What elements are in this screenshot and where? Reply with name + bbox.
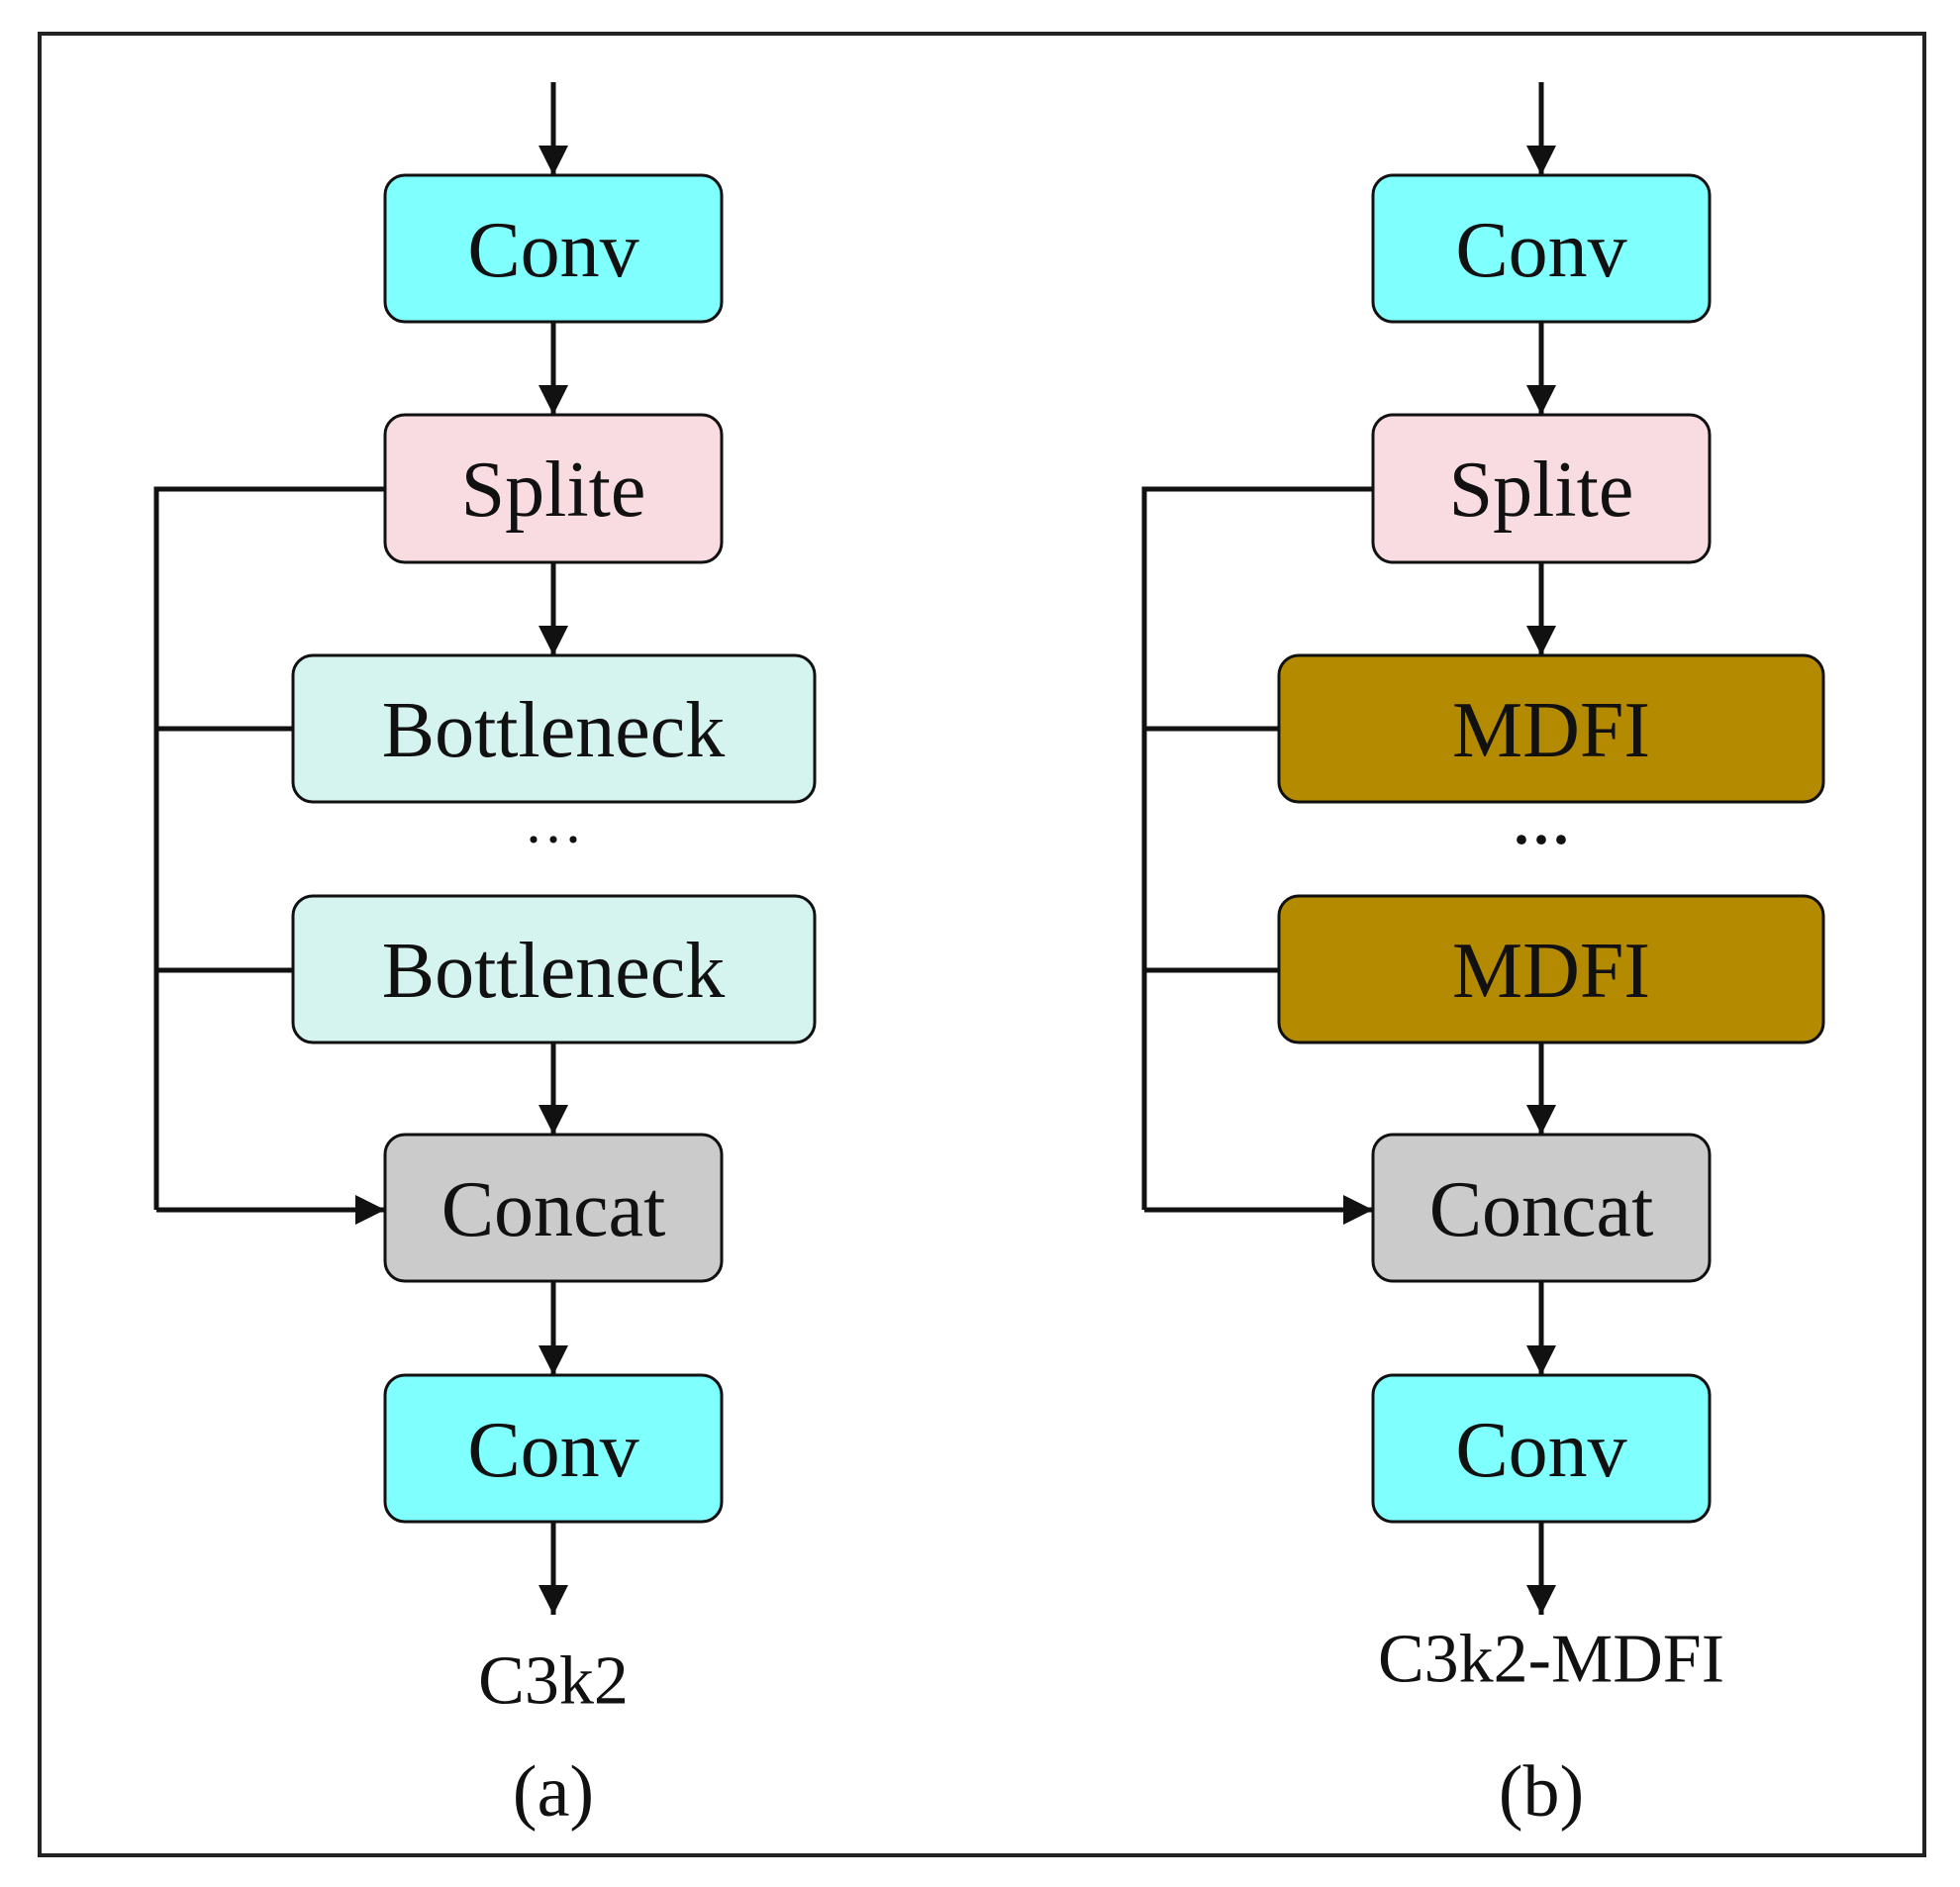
mdfi-block-1: MDFI xyxy=(1277,653,1825,804)
split-block-box xyxy=(383,413,724,564)
split-block-box xyxy=(1371,413,1712,564)
ellipsis: ··· xyxy=(1512,807,1571,872)
bottleneck-block-2-label: Bottleneck xyxy=(382,928,726,1015)
concat-block-box xyxy=(1371,1133,1712,1283)
conv-out-block-box xyxy=(1371,1373,1712,1524)
conv-block-box xyxy=(383,173,724,324)
conv-out-block: Conv xyxy=(1371,1373,1712,1524)
mdfi-block-1-box xyxy=(1277,653,1825,804)
mdfi-block-2-box xyxy=(1277,894,1825,1044)
split-block: Splite xyxy=(383,413,724,564)
conv-block: Conv xyxy=(383,173,724,324)
panel-b: Conv Splite MDFI ··· MDFI Concat Conv C3… xyxy=(1141,82,1825,1833)
panel-a-connectors xyxy=(153,82,568,1615)
concat-block-box xyxy=(383,1133,724,1283)
bottleneck-block-1: Bottleneck xyxy=(291,653,817,804)
outer-frame xyxy=(38,32,1926,1857)
panel-b-connectors xyxy=(1141,82,1556,1615)
bottleneck-block-2: Bottleneck xyxy=(291,894,817,1044)
module-caption: C3k2 xyxy=(478,1643,629,1720)
conv-block-label: Conv xyxy=(1455,207,1626,294)
concat-block-label: Concat xyxy=(1429,1166,1654,1253)
panel-a: Conv Splite Bottleneck ··· Bottleneck Co… xyxy=(153,82,817,1833)
bottleneck-block-1-label: Bottleneck xyxy=(382,687,726,774)
conv-out-block-label: Conv xyxy=(467,1407,638,1494)
ellipsis: ··· xyxy=(524,807,583,872)
module-caption: C3k2-MDFI xyxy=(1378,1622,1724,1698)
concat-block-label: Concat xyxy=(441,1166,666,1253)
mdfi-block-2-label: MDFI xyxy=(1452,928,1650,1015)
concat-block: Concat xyxy=(1371,1133,1712,1283)
concat-block: Concat xyxy=(383,1133,724,1283)
panel-label: (a) xyxy=(513,1751,594,1833)
conv-block-label: Conv xyxy=(467,207,638,294)
conv-out-block-label: Conv xyxy=(1455,1407,1626,1494)
conv-out-block-box xyxy=(383,1373,724,1524)
panel-label: (b) xyxy=(1499,1751,1584,1833)
mdfi-block-2: MDFI xyxy=(1277,894,1825,1044)
conv-block-box xyxy=(1371,173,1712,324)
split-block: Splite xyxy=(1371,413,1712,564)
mdfi-block-1-label: MDFI xyxy=(1452,687,1650,774)
conv-out-block: Conv xyxy=(383,1373,724,1524)
conv-block: Conv xyxy=(1371,173,1712,324)
bottleneck-block-1-box xyxy=(291,653,817,804)
split-block-label: Splite xyxy=(461,447,646,534)
split-bypass-line xyxy=(153,486,385,1210)
split-block-label: Splite xyxy=(1449,447,1634,534)
bottleneck-block-2-box xyxy=(291,894,817,1044)
split-bypass-line xyxy=(1141,486,1373,1210)
